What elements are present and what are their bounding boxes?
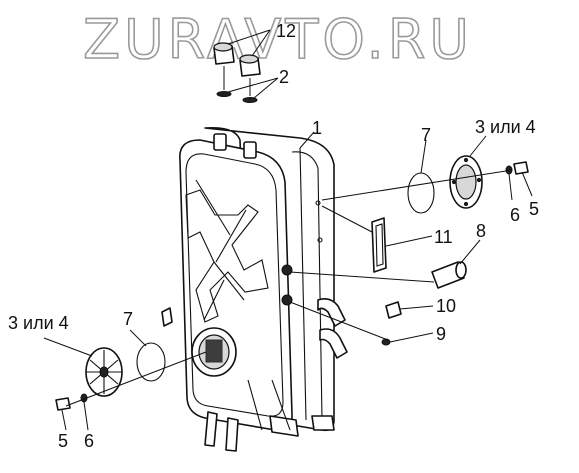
callout-8: 8 — [476, 221, 487, 241]
level-gauge — [371, 217, 387, 273]
left-cover-assembly — [55, 342, 166, 411]
plug-10 — [385, 301, 402, 319]
callout-3-or-4-right: 3 или 4 — [475, 117, 536, 137]
callout-11: 11 — [434, 227, 453, 247]
callout-1: 1 — [312, 118, 323, 138]
callout-5-right: 5 — [529, 199, 540, 219]
watermark-logo: ZURAVTO.RU — [82, 7, 473, 72]
right-cover-assembly — [407, 155, 529, 214]
fitting-8 — [431, 261, 467, 289]
callout-6-left: 6 — [84, 431, 95, 451]
fuel-tank — [161, 126, 348, 452]
filler-caps — [213, 42, 261, 103]
callout-2: 2 — [279, 67, 290, 87]
callout-5-left: 5 — [58, 431, 69, 451]
callout-9: 9 — [436, 324, 447, 344]
leader-lines — [43, 29, 533, 431]
front-hatch — [191, 327, 237, 377]
callout-7-left: 7 — [123, 309, 134, 329]
callout-3-or-4-left: 3 или 4 — [8, 313, 69, 333]
callout-6-right: 6 — [510, 205, 521, 225]
callout-12: 12 — [276, 21, 297, 41]
callout-10: 10 — [436, 296, 457, 316]
callout-7-right: 7 — [421, 125, 432, 145]
plug-9 — [381, 338, 391, 346]
